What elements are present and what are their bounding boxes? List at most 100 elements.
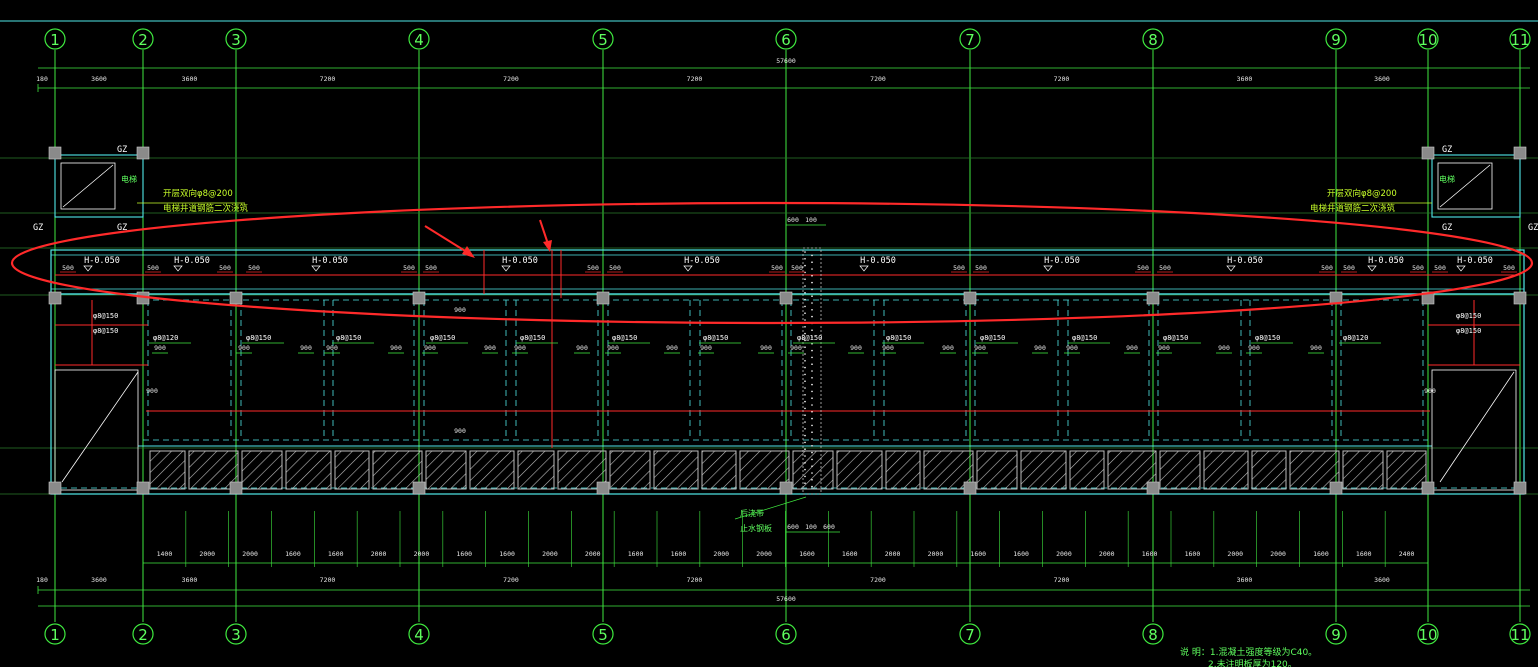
post-pour-dot	[811, 377, 813, 379]
post-pour-dot	[811, 288, 813, 291]
axis-number: 9	[1331, 31, 1341, 49]
rebar-label: φ8@150	[1072, 334, 1097, 342]
structural-column	[779, 481, 793, 495]
dimension-value: 3600	[182, 576, 198, 584]
slab-note-line1: 开层双向φ8@200	[1327, 188, 1397, 199]
detail-dimension-value: 2000	[542, 550, 558, 558]
arrow-line	[539, 219, 549, 245]
post-pour-dot	[804, 414, 806, 417]
axis-bubble	[959, 28, 981, 50]
corridor-outline	[50, 249, 1525, 295]
axis-bubble	[225, 623, 247, 645]
elevator-shaft	[54, 154, 144, 218]
rebar-label: φ8@150	[886, 334, 911, 342]
gz-label: GZ	[117, 223, 127, 233]
detail-dimension-value: 2000	[242, 550, 258, 558]
structural-column	[1513, 291, 1527, 305]
rebar-label: φ8@150	[980, 334, 1005, 342]
axis-bubble	[1509, 623, 1531, 645]
rebar-label: φ8@150	[1163, 334, 1188, 342]
rebar-label: φ8@150	[430, 334, 455, 342]
detail-dimension-value: 1400	[157, 550, 173, 558]
axis-bubble	[408, 28, 430, 50]
span-tag: 900	[1248, 344, 1260, 352]
detail-dimension-value: 2000	[1099, 550, 1115, 558]
hatched-panel	[1203, 450, 1249, 490]
post-pour-dot	[804, 462, 806, 464]
post-pour-dot	[804, 434, 806, 437]
stair-box	[1431, 369, 1517, 491]
mid-dimension: 600	[823, 523, 835, 531]
elevation-triangle	[683, 265, 693, 272]
span-tag: 900	[760, 344, 772, 352]
mid-dimension: 600	[787, 523, 799, 531]
post-pour-dot	[811, 281, 813, 284]
axis-bubble	[132, 623, 154, 645]
width-tag: 500	[609, 264, 621, 272]
elevation-label: H-0.050	[1044, 256, 1080, 266]
axis-bubble	[1142, 623, 1164, 645]
post-pour-dot	[804, 258, 806, 260]
post-pour-dot	[804, 407, 806, 410]
post-pour-dot	[804, 264, 806, 267]
axis-number: 2	[138, 626, 148, 644]
elevation-label: H-0.050	[860, 256, 896, 266]
post-pour-dot	[804, 251, 806, 253]
span-tag: 900	[326, 344, 338, 352]
elevator-diagonal	[62, 164, 114, 208]
detail-dimension-value: 2400	[1399, 550, 1415, 558]
post-pour-dot	[804, 298, 806, 301]
elevation-triangle	[173, 265, 183, 272]
detail-dimension-value: 1600	[285, 550, 301, 558]
span-tag: 900	[850, 344, 862, 352]
span-tag: 900	[1158, 344, 1170, 352]
dimension-value: 3600	[91, 576, 107, 584]
post-pour-dot	[811, 370, 813, 372]
hatched-panel	[1386, 450, 1427, 490]
span-tag: 900	[424, 344, 436, 352]
axis-number: 7	[965, 31, 975, 49]
post-pour-dot	[804, 448, 806, 451]
width-tag: 500	[248, 264, 260, 272]
width-tag: 500	[147, 264, 159, 272]
post-pour-dot	[804, 421, 806, 423]
width-tag: 500	[1159, 264, 1171, 272]
dimension-value: 7200	[1054, 576, 1070, 584]
structural-column	[1513, 481, 1527, 495]
detail-dimension-value: 1600	[1356, 550, 1372, 558]
axis-bubble	[225, 28, 247, 50]
post-pour-dot	[804, 455, 806, 457]
post-pour-strip	[802, 247, 822, 495]
detail-dimension-value: 2000	[414, 550, 430, 558]
post-pour-dot	[811, 261, 813, 264]
elevation-triangle	[1456, 265, 1466, 272]
detail-dimension-value: 2000	[1227, 550, 1243, 558]
post-pour-dot	[804, 305, 806, 308]
width-tag: 500	[1503, 264, 1515, 272]
post-pour-dot	[811, 295, 813, 298]
axis-bubble	[1417, 623, 1439, 645]
axis-number: 3	[231, 626, 241, 644]
axis-bubble	[408, 623, 430, 645]
span-tag: 900	[390, 344, 402, 352]
elevator-label: 电梯	[1439, 174, 1455, 184]
joint-label: 止水钢板	[740, 523, 772, 533]
hatched-panel	[149, 450, 186, 490]
structural-column	[48, 481, 62, 495]
structural-column	[136, 146, 150, 160]
detail-dimension-value: 2000	[1056, 550, 1072, 558]
dimension-value: 3600	[1237, 576, 1253, 584]
structural-column	[1421, 291, 1435, 305]
hatched-panel	[285, 450, 332, 490]
post-pour-dot	[811, 363, 813, 366]
elevation-triangle	[83, 265, 93, 272]
arrow-line	[424, 225, 471, 255]
span-tag: 900	[1126, 344, 1138, 352]
rebar-label: φ8@150	[520, 334, 545, 342]
axis-number: 8	[1148, 626, 1158, 644]
width-tag: 500	[587, 264, 599, 272]
span-tag: 900	[300, 344, 312, 352]
axis-bubble	[44, 623, 66, 645]
